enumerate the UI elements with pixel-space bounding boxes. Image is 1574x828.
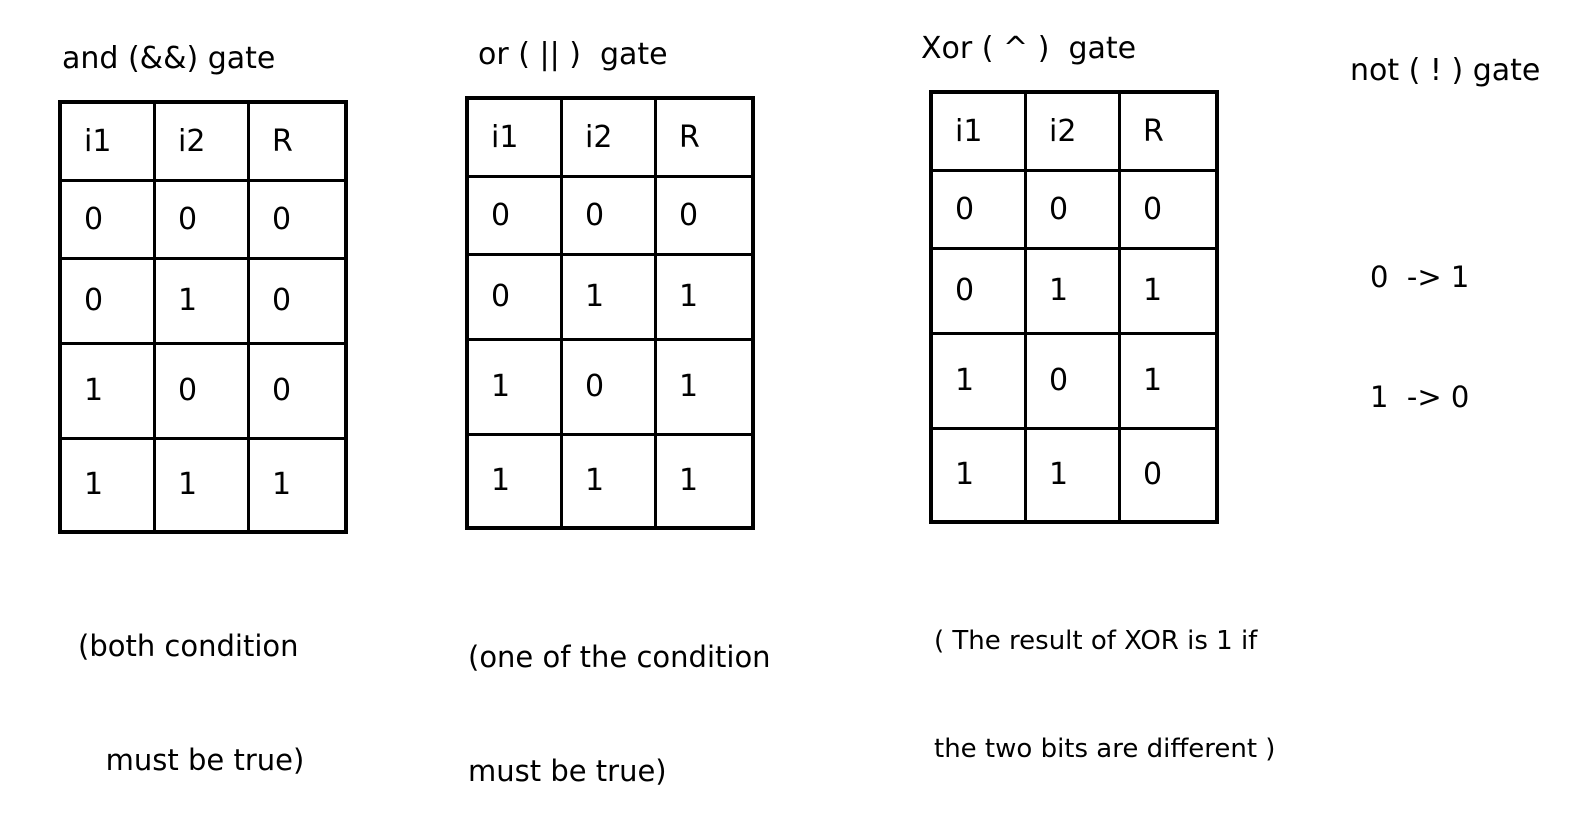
- table-cell: 1: [563, 436, 657, 526]
- table-cell: 0: [1121, 172, 1215, 250]
- header-r: R: [1121, 94, 1215, 172]
- table-cell: 0: [1027, 335, 1121, 430]
- table-cell: 0: [250, 260, 344, 345]
- and-gate-title: and (&&) gate: [62, 41, 276, 76]
- table-cell: 1: [469, 341, 563, 436]
- table-cell: 1: [469, 436, 563, 526]
- table-cell: 1: [657, 341, 751, 436]
- xor-gate-title: Xor ( ^ ) gate: [921, 31, 1137, 66]
- or-note: (one of the condition must be true): [468, 562, 771, 828]
- header-r: R: [250, 104, 344, 182]
- table-cell: 1: [1121, 335, 1215, 430]
- not-gate-mapping: 0 -> 1 1 -> 0: [1370, 177, 1469, 457]
- note-line: the two bits are different ): [934, 734, 1276, 764]
- header-i1: i1: [933, 94, 1027, 172]
- not-line: 1 -> 0: [1370, 380, 1470, 414]
- header-i1: i1: [469, 100, 563, 178]
- table-cell: 1: [933, 430, 1027, 520]
- header-i1: i1: [62, 104, 156, 182]
- table-cell: 0: [657, 178, 751, 256]
- note-line: ( The result of XOR is 1 if: [934, 626, 1258, 656]
- table-cell: 0: [1027, 172, 1121, 250]
- table-cell: 1: [272, 467, 292, 502]
- xor-note: ( The result of XOR is 1 if the two bits…: [934, 551, 1275, 803]
- or-truth-table: i1 i2 R 0 0 0 0 1 1 1 0 1 1 1 1: [465, 96, 755, 530]
- table-cell: 0: [563, 178, 657, 256]
- table-cell: 1: [657, 256, 751, 341]
- or-gate-title: or ( || ) gate: [478, 37, 668, 72]
- and-note: (both condition must be true): [78, 551, 304, 817]
- header-i2: i2: [1027, 94, 1121, 172]
- note-line: must be true): [78, 743, 305, 777]
- table-cell: 0: [156, 345, 250, 440]
- table-cell: 0: [250, 345, 344, 440]
- table-cell: 1: [1027, 430, 1121, 520]
- header-r: R: [657, 100, 751, 178]
- table-cell: 1: [156, 440, 250, 530]
- table-cell: 0: [563, 341, 657, 436]
- table-cell: 0: [250, 182, 344, 260]
- table-cell: 1: [563, 256, 657, 341]
- table-cell: 1: [62, 440, 156, 530]
- table-cell: 0: [62, 260, 156, 345]
- table-cell: 0: [469, 178, 563, 256]
- table-cell: 1: [62, 345, 156, 440]
- table-cell: 1: [1121, 250, 1215, 335]
- table-cell: 0: [933, 250, 1027, 335]
- table-cell: 0: [1143, 457, 1163, 492]
- table-cell: 0: [933, 172, 1027, 250]
- table-cell: 1: [679, 463, 699, 498]
- table-cell: 0: [156, 182, 250, 260]
- table-cell: 0: [469, 256, 563, 341]
- header-i2: i2: [156, 104, 250, 182]
- not-gate-title: not ( ! ) gate: [1350, 53, 1541, 88]
- note-line: (both condition: [78, 629, 299, 663]
- and-truth-table: i1 i2 R 0 0 0 0 1 0 1 0 0 1 1 1: [58, 100, 348, 534]
- table-cell: 0: [62, 182, 156, 260]
- table-cell: 1: [933, 335, 1027, 430]
- table-cell: 1: [156, 260, 250, 345]
- table-cell: 1: [1027, 250, 1121, 335]
- header-i2: i2: [563, 100, 657, 178]
- not-line: 0 -> 1: [1370, 260, 1470, 294]
- note-line: (one of the condition: [468, 640, 771, 674]
- note-line: must be true): [468, 754, 667, 788]
- xor-truth-table: i1 i2 R 0 0 0 0 1 1 1 0 1 1 1 0: [929, 90, 1219, 524]
